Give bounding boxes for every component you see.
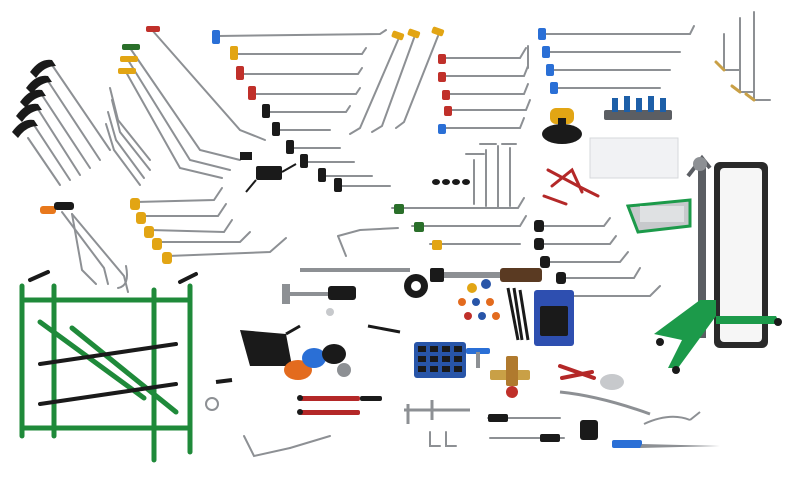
lamp-adapter xyxy=(240,152,297,193)
black-handle-hooks xyxy=(27,61,111,186)
wire-clips xyxy=(643,411,701,425)
green-stand-black-bars xyxy=(28,270,198,406)
t-bar-puller xyxy=(282,284,356,304)
clamp-puller xyxy=(542,167,600,206)
orange-handle-grips xyxy=(40,202,74,214)
black-tip-hooks xyxy=(539,217,661,297)
slide-hammer xyxy=(300,268,542,282)
glue-tabs xyxy=(458,279,500,320)
diagonal-yellow-rods xyxy=(349,35,439,135)
mid-rod-handles xyxy=(394,204,442,250)
red-tip-handles xyxy=(438,54,452,134)
long-rods-top xyxy=(217,29,391,187)
blue-tip-rods xyxy=(527,25,695,89)
red-tip-rods xyxy=(443,47,531,129)
yellow-handle-rods xyxy=(135,187,287,257)
lamp-cylinder xyxy=(580,420,598,440)
t-handle-blue xyxy=(466,348,490,368)
orange-handle-hooks xyxy=(61,211,129,293)
short-angled-rods xyxy=(105,29,266,186)
silver-dome xyxy=(600,374,624,390)
caliper-tool xyxy=(404,400,470,424)
blue-tip-handles xyxy=(538,28,558,94)
mid-hook xyxy=(117,265,128,289)
reflector-board xyxy=(589,137,679,179)
t-handle-tools xyxy=(465,143,517,209)
black-sticks xyxy=(506,287,530,341)
pad-blocks xyxy=(284,344,351,380)
tape-roll xyxy=(404,274,428,298)
red-pullers xyxy=(297,395,382,415)
mid-rods xyxy=(337,197,527,257)
stand-with-reflector-board xyxy=(625,154,782,374)
black-tip-handles xyxy=(534,220,572,302)
yellow-handle-grips xyxy=(130,198,172,264)
blue-knife xyxy=(612,440,720,448)
glue-sticks xyxy=(432,179,470,185)
long-rod-handles xyxy=(212,30,342,192)
short-rod-handles xyxy=(118,26,160,74)
curved-blade xyxy=(559,390,651,416)
suction-cup xyxy=(542,108,582,144)
glue-gun xyxy=(240,324,301,366)
black-handle-grips xyxy=(12,59,56,138)
small-parts xyxy=(205,308,401,411)
glue-tab-card xyxy=(534,290,574,346)
mini-lifter xyxy=(490,356,530,398)
diagonal-rod-handles xyxy=(391,26,445,41)
glue-tab-case xyxy=(414,342,466,378)
bottom-left-rod xyxy=(243,435,331,458)
knockdown-set xyxy=(604,96,672,120)
red-pliers xyxy=(558,364,596,380)
bottom-rod-handles xyxy=(488,414,560,442)
brass-wire-bends xyxy=(714,60,756,102)
